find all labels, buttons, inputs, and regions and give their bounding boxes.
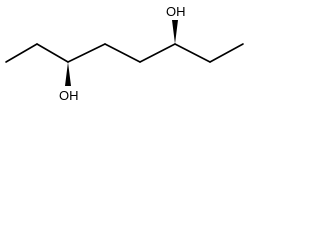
hydroxyl-label-top: OH — [166, 4, 186, 19]
bond-c2-c3 — [36, 43, 69, 63]
bond-c3-c4 — [67, 43, 106, 63]
carbon-chain — [5, 43, 244, 63]
wedge-bond-c3-oh — [65, 62, 71, 86]
bond-c6-c7 — [174, 43, 211, 63]
bond-c7-c8 — [209, 43, 244, 63]
structure-canvas: OH OH — [0, 0, 250, 118]
bond-c4-c5 — [104, 43, 141, 63]
bond-c5-c6 — [139, 43, 176, 63]
hydroxyl-label-bottom: OH — [59, 88, 79, 103]
bond-c1-c2 — [5, 43, 38, 63]
octanediol-skeletal-structure: OH OH — [5, 4, 244, 103]
wedge-bond-c6-oh — [172, 20, 178, 44]
